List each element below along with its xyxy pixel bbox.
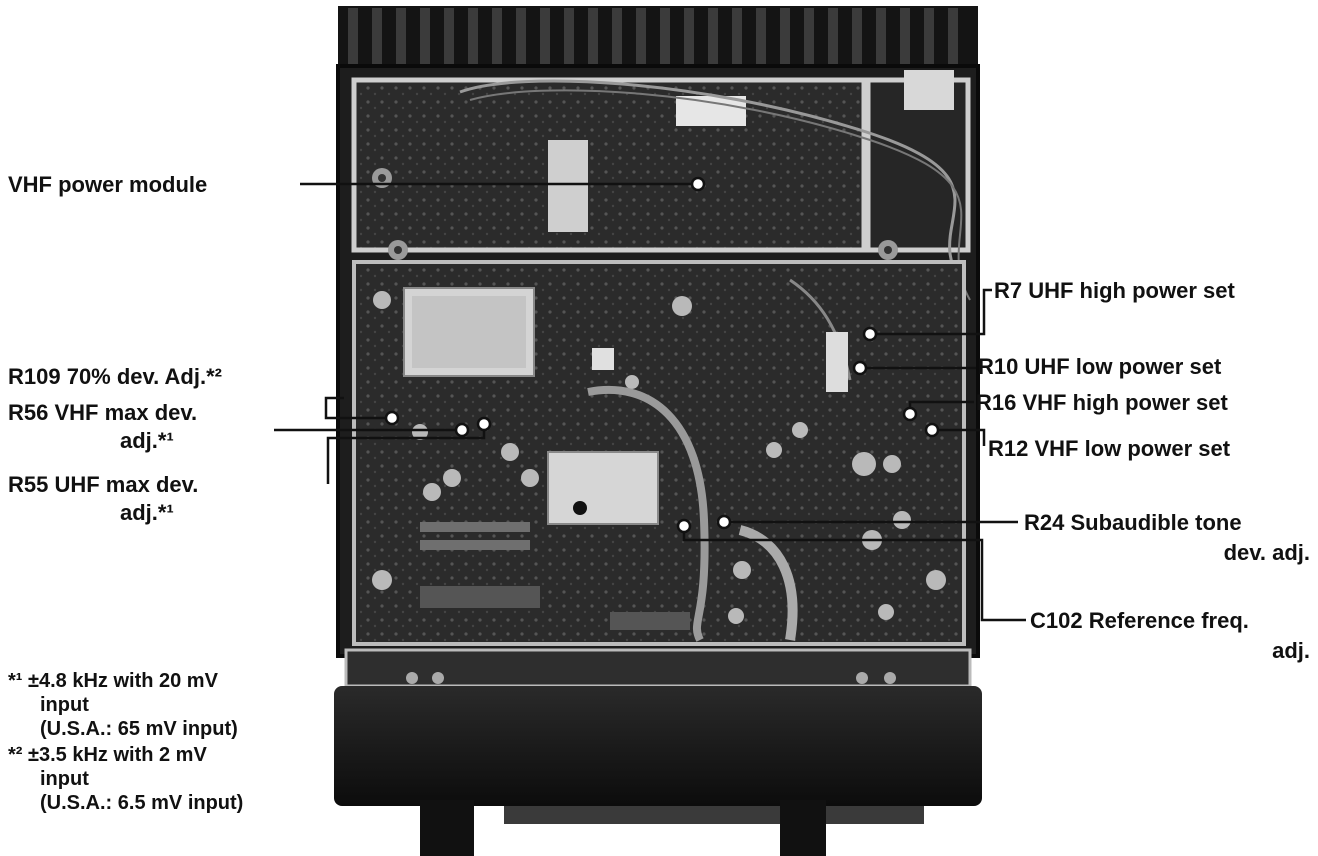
main-pcb (352, 260, 966, 646)
footnote-1-line1: *¹ ±4.8 kHz with 20 mV (8, 670, 218, 692)
footnote-2-line3: (U.S.A.: 6.5 mV input) (40, 792, 244, 814)
label-r24-line1: R24 Subaudible tone (1024, 510, 1242, 535)
label-r10: R10 UHF low power set (978, 354, 1222, 379)
footnote-2-line1: *² ±3.5 kHz with 2 mV (8, 744, 207, 766)
upper-compartment (351, 70, 971, 301)
label-r24-line2: dev. adj. (1223, 540, 1310, 565)
test-points (384, 176, 940, 534)
front-panel (334, 648, 982, 856)
label-r55-line1: R55 UHF max dev. (8, 472, 199, 497)
footnote-2-line2: input (40, 768, 89, 790)
leader-lines (274, 182, 1026, 622)
label-c102-line2: adj. (1272, 638, 1310, 663)
marker-r109 (384, 410, 400, 426)
label-r56-line1: R56 VHF max dev. (8, 400, 198, 425)
marker-r12 (924, 422, 940, 438)
label-r56-line2: adj.*¹ (120, 428, 174, 453)
footnote-1-line3: (U.S.A.: 65 mV input) (40, 718, 238, 740)
footnote-1-line2: input (40, 694, 89, 716)
marker-r55 (476, 416, 492, 432)
label-c102-line1: C102 Reference freq. (1030, 608, 1249, 633)
label-r109: R109 70% dev. Adj.*² (8, 364, 222, 389)
marker-r7 (862, 326, 878, 342)
marker-r56 (454, 422, 470, 438)
marker-r16 (902, 406, 918, 422)
label-r7: R7 UHF high power set (994, 278, 1235, 303)
label-r16: R16 VHF high power set (976, 390, 1228, 415)
label-vhf-power-module: VHF power module (8, 172, 208, 197)
marker-c102 (676, 518, 692, 534)
heat-sink-fins (338, 6, 978, 68)
marker-vhf-power-module (690, 176, 706, 192)
marker-r24 (716, 514, 732, 530)
label-r55-line2: adj.*¹ (120, 500, 174, 525)
marker-r10 (852, 360, 868, 376)
label-r12: R12 VHF low power set (988, 436, 1231, 461)
